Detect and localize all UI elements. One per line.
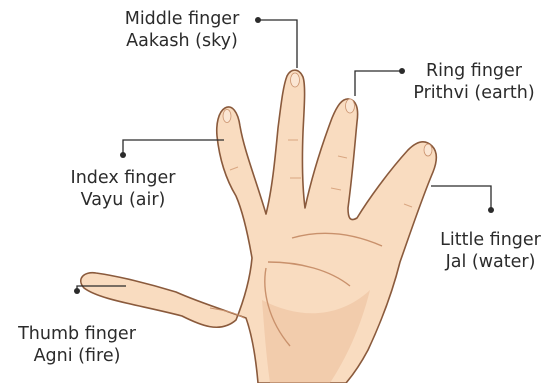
label-index-finger: Index finger Vayu (air) bbox=[58, 167, 188, 211]
leader-little bbox=[431, 186, 491, 210]
leader-ring bbox=[355, 71, 402, 96]
leader-index bbox=[123, 140, 224, 155]
label-little-finger: Little finger Jal (water) bbox=[430, 229, 551, 273]
index-finger-name: Index finger bbox=[58, 167, 188, 189]
ring-finger-name: Ring finger bbox=[400, 60, 548, 82]
label-ring-finger: Ring finger Prithvi (earth) bbox=[400, 60, 548, 104]
leader-thumb-dot bbox=[74, 288, 80, 294]
little-finger-name: Little finger bbox=[430, 229, 551, 251]
ring-finger-nail bbox=[346, 99, 355, 113]
middle-finger-element: Aakash (sky) bbox=[112, 30, 252, 52]
label-middle-finger: Middle finger Aakash (sky) bbox=[112, 8, 252, 52]
ring-finger-element: Prithvi (earth) bbox=[400, 82, 548, 104]
little-finger-nail bbox=[424, 144, 432, 156]
label-thumb-finger: Thumb finger Agni (fire) bbox=[6, 323, 148, 367]
leader-index-dot bbox=[120, 152, 126, 158]
index-finger-nail bbox=[223, 110, 231, 123]
middle-finger-nail bbox=[291, 73, 300, 87]
leader-little-dot bbox=[488, 207, 494, 213]
little-finger-element: Jal (water) bbox=[430, 251, 551, 273]
index-finger-element: Vayu (air) bbox=[58, 189, 188, 211]
leader-middle bbox=[258, 20, 297, 68]
middle-finger-name: Middle finger bbox=[112, 8, 252, 30]
leader-middle-dot bbox=[255, 17, 261, 23]
thumb-finger-name: Thumb finger bbox=[6, 323, 148, 345]
thumb-finger-element: Agni (fire) bbox=[6, 345, 148, 367]
